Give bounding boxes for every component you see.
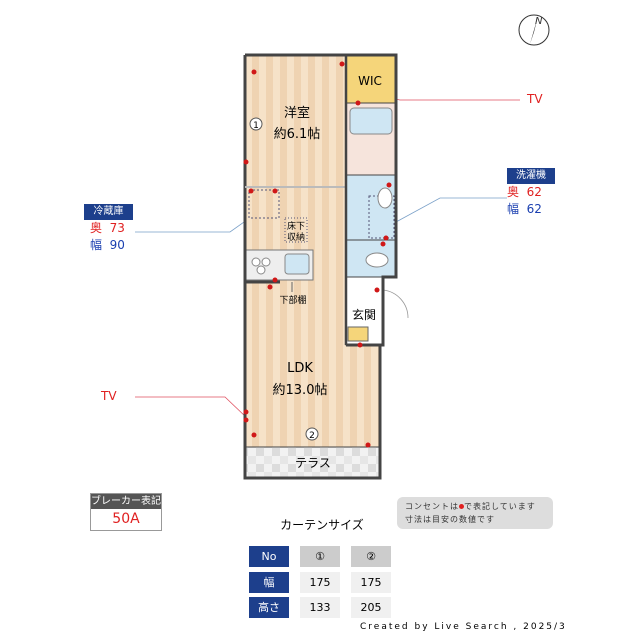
entrance-label: 玄関 [352,307,376,322]
terrace-label: テラス [295,456,331,470]
fridge-width-label: 幅 [90,238,103,252]
width-1: 175 [300,572,340,593]
tv-left-leader-line [135,396,248,419]
row-width-label: 幅 [249,572,289,593]
washer-width-label: 幅 [507,202,520,216]
wic-label: WIC [358,74,382,88]
header-no: No [249,546,289,567]
breaker-box: ブレーカー表記 50A [90,493,162,531]
fridge-callout: 冷蔵庫 奥 73 幅 90 [84,204,133,254]
toilet [365,252,389,268]
fridge-space [248,189,280,219]
compass-icon: N [518,14,550,46]
width-2: 175 [351,572,391,593]
washer-leader-line [384,197,507,229]
outer-wall [243,53,398,480]
header-2: ② [351,546,391,567]
western-room-size: 約6.1帖 [274,127,321,142]
fridge-width: 90 [109,238,125,252]
tv-left-label: TV [101,389,117,403]
row-height-label: 高さ [249,597,289,618]
note-line1-pre: コンセントは [405,502,459,511]
ldk-size: 約13.0帖 [273,383,328,398]
note-line1-post: で表記しています [464,502,536,511]
curtain-size-title: カーテンサイズ [280,518,364,532]
underfloor-storage-label: 床下 [287,220,305,232]
wic-room [345,54,397,104]
outlet-icon [459,504,464,509]
underfloor-storage-label-2: 収納 [287,231,305,243]
terrace [244,446,381,479]
washer-depth: 62 [526,185,542,199]
floor-plan: WIC 洋室 約6.1帖 1 床下 収納 下部棚 玄関 LDK 約13.0帖 2… [135,53,520,480]
bathtub [349,107,393,135]
header-1: ① [300,546,340,567]
curtain-mark-2 [305,427,319,441]
height-1: 133 [300,597,340,618]
curtain-mark-1 [249,117,263,131]
fridge-depth-label: 奥 [90,221,103,235]
credit: Created by Live Search , 2025/3 [360,622,567,632]
fridge-depth: 73 [109,221,125,235]
washer-title: 洗濯機 [507,168,555,184]
fridge-title: 冷蔵庫 [84,204,133,220]
outlet-markers [243,61,392,448]
ldk-name: LDK [287,361,313,376]
washer-callout: 洗濯機 奥 62 幅 62 [507,168,555,218]
note-line2: 寸法は目安の数値です [405,515,495,524]
sink [284,253,310,275]
compass-north-label: N [535,16,543,27]
washer-depth-label: 奥 [507,185,520,199]
lower-shelf-label: 下部棚 [279,294,306,306]
legend-note: コンセントはで表記しています 寸法は目安の数値です [397,497,553,529]
curtain-mark-1-label: 1 [253,121,259,131]
curtain-mark-2-label: 2 [309,431,315,441]
height-2: 205 [351,597,391,618]
tv-top-label: TV [527,92,543,106]
washer-width: 62 [526,202,542,216]
western-room-name: 洋室 [284,105,310,121]
breaker-label: ブレーカー表記 [91,494,161,509]
breaker-value: 50A [112,511,140,527]
